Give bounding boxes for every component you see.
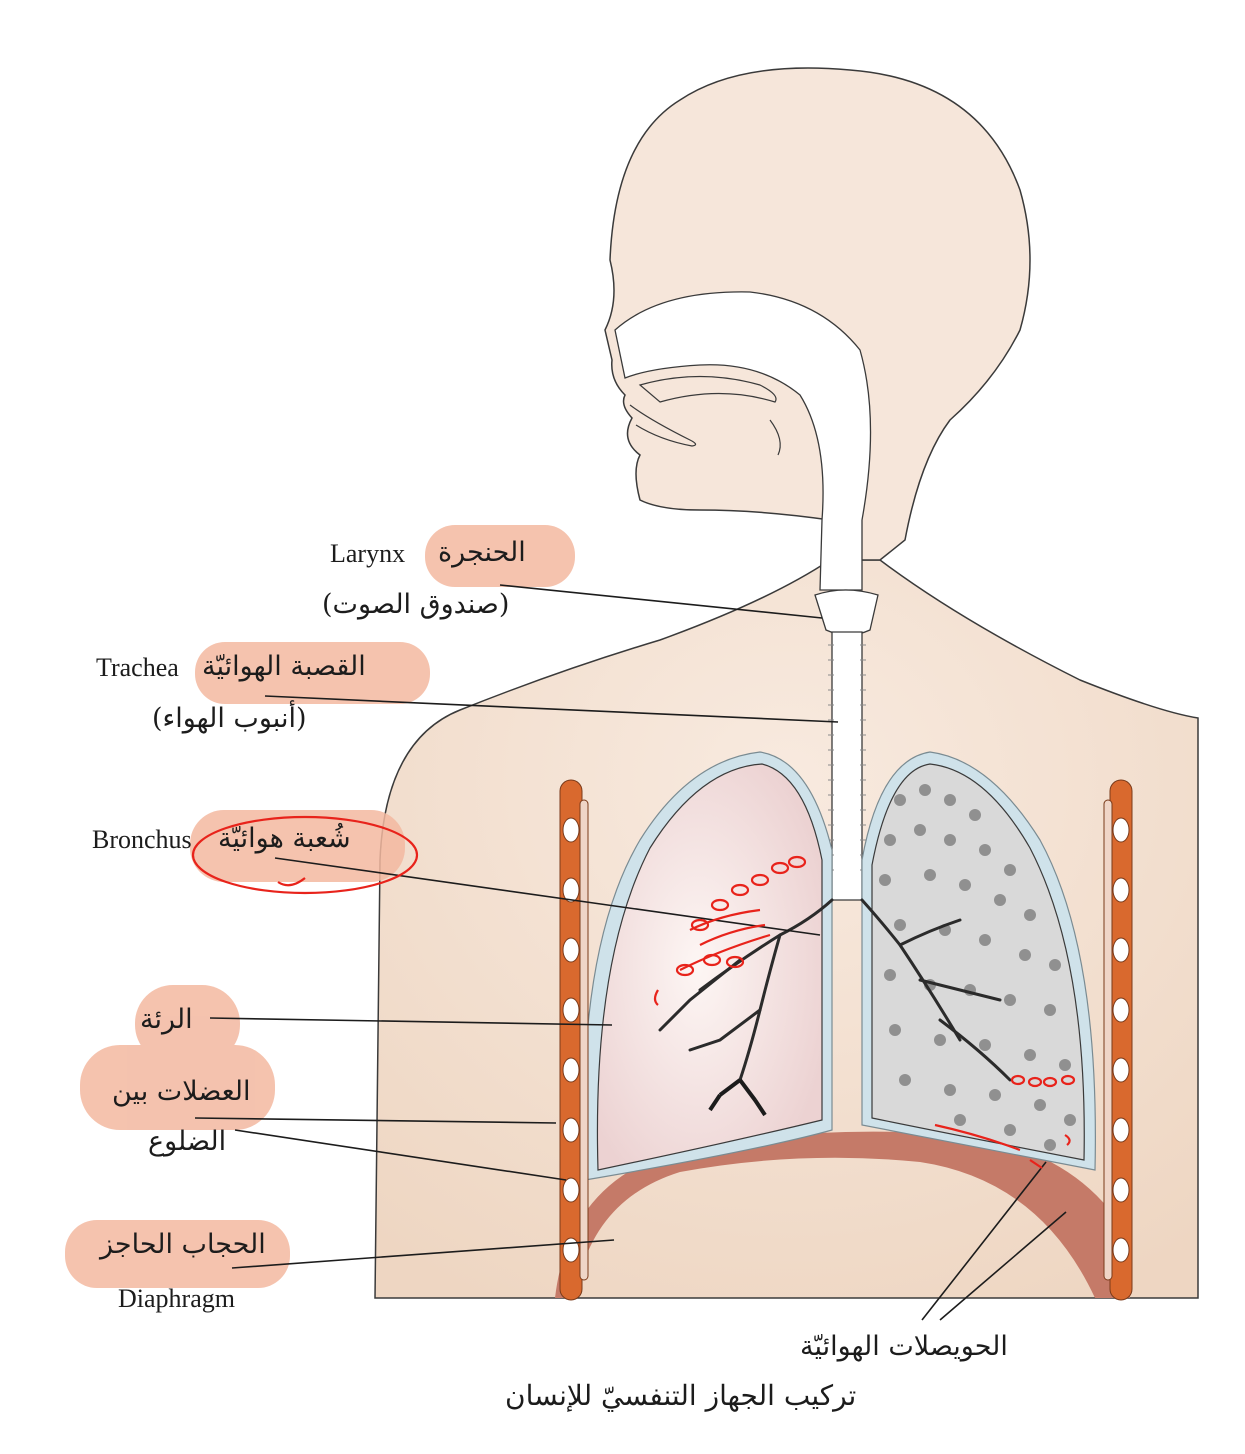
trachea-label-en: Trachea (96, 652, 179, 685)
lung-label: الرئة (140, 1003, 193, 1037)
diaphragm-label-ar: الحجاب الحاجز (100, 1228, 266, 1262)
larynx-label-ar: الحنجرة (438, 536, 526, 570)
rib-cage-right (1104, 780, 1132, 1300)
bronchus-label-en: Bronchus (92, 824, 192, 857)
rib-cage-left (560, 780, 588, 1300)
alveoli-label: الحويصلات الهوائيّة (800, 1330, 1008, 1364)
larynx-label-en: Larynx (330, 538, 405, 571)
bronchus-label-ar: شُعبة هوائيّة (218, 822, 351, 856)
trachea-tube (832, 632, 862, 900)
trachea-note: (أنبوب الهواء) (152, 702, 307, 736)
diaphragm-label-en: Diaphragm (118, 1283, 235, 1316)
intercostal-label-line1: العضلات بين (112, 1075, 251, 1109)
trachea-label-ar: القصبة الهوائيّة (202, 650, 366, 684)
intercostal-label-line2: الضلوع (148, 1125, 226, 1159)
diagram-title: تركيب الجهاز التنفسيّ للإنسان (505, 1378, 856, 1413)
larynx-note: (صندوق الصوت) (322, 588, 509, 622)
